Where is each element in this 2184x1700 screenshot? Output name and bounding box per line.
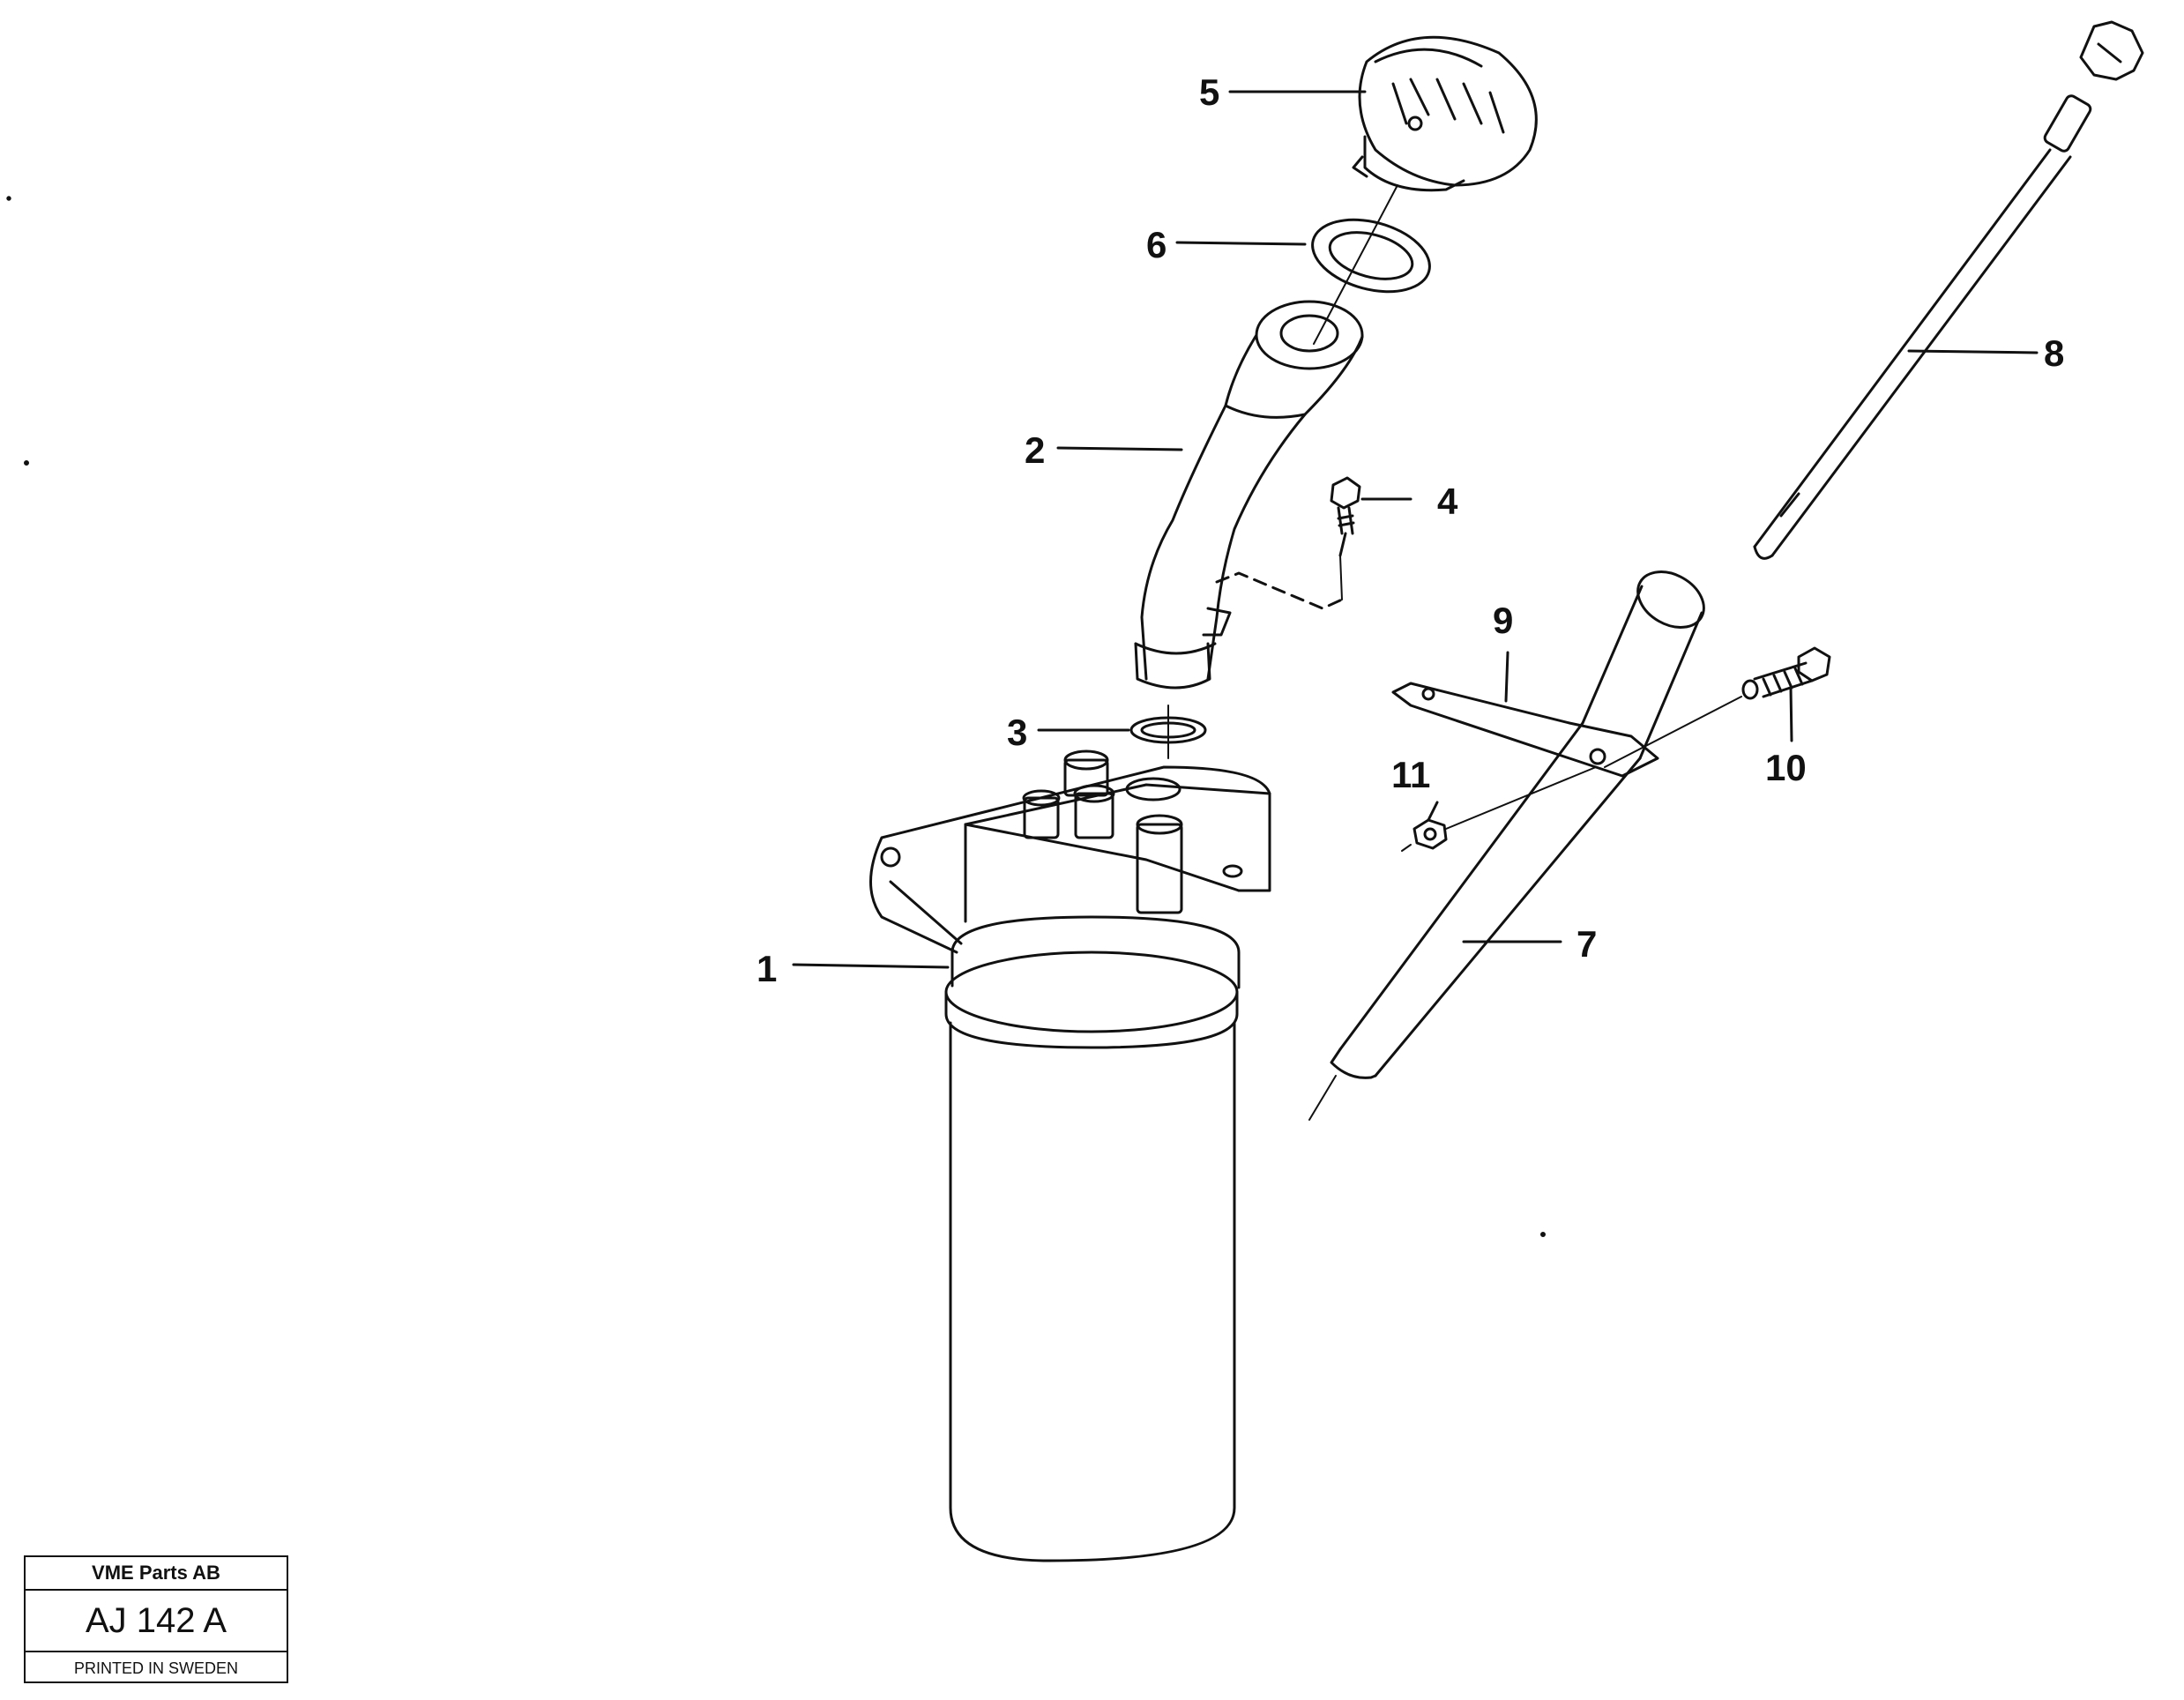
callout-3: 3 bbox=[1007, 712, 1028, 753]
filler-pipe-part bbox=[1134, 300, 1364, 690]
drawing-number: AJ 142 A bbox=[85, 1601, 227, 1640]
dipstick-part bbox=[1753, 20, 2144, 560]
callout-9: 9 bbox=[1493, 600, 1514, 641]
callout-6: 6 bbox=[1146, 224, 1167, 265]
printed-note: PRINTED IN SWEDEN bbox=[26, 1651, 287, 1685]
callout-11: 11 bbox=[1391, 754, 1431, 795]
title-block: VME Parts AB AJ 142 A PRINTED IN SWEDEN bbox=[24, 1555, 288, 1683]
callout-8: 8 bbox=[2044, 332, 2065, 374]
bolt-part bbox=[1330, 476, 1361, 600]
company-name: VME Parts AB bbox=[26, 1557, 287, 1591]
callout-2: 2 bbox=[1025, 429, 1046, 471]
callout-10: 10 bbox=[1765, 747, 1807, 788]
callout-4: 4 bbox=[1437, 481, 1458, 522]
callout-5: 5 bbox=[1199, 71, 1220, 113]
nut-part bbox=[1401, 766, 1597, 852]
callout-1: 1 bbox=[757, 948, 778, 989]
washer-part bbox=[1311, 218, 1431, 294]
leader-lines bbox=[792, 90, 2039, 969]
bracket-bolt-part bbox=[1604, 646, 1831, 768]
oil-filter-part bbox=[869, 749, 1271, 1562]
callout-7: 7 bbox=[1577, 923, 1598, 965]
guide-tube-part bbox=[1308, 570, 1705, 1121]
bracket-part bbox=[1391, 682, 1659, 778]
filler-cap-part bbox=[1352, 35, 1538, 192]
